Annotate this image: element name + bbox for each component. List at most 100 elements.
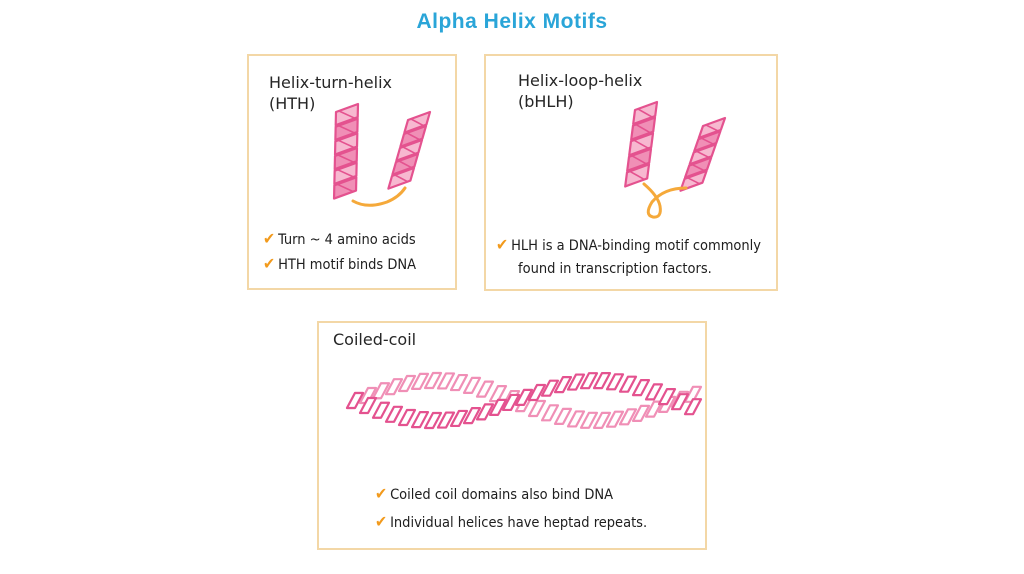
coil-segment xyxy=(475,403,495,421)
helix-turn-helix-illustration xyxy=(332,102,432,207)
coil-segment xyxy=(631,404,651,422)
bhlh-bullet-2: found in transcription factors. xyxy=(518,258,712,280)
coil-segment xyxy=(579,372,599,390)
coil-segment xyxy=(397,408,417,427)
helix-fold-line xyxy=(631,155,647,165)
coil-segment xyxy=(488,398,508,416)
coil-segment xyxy=(449,373,469,392)
checkmark-icon: ✔ xyxy=(263,254,276,273)
coil-segment xyxy=(553,376,573,394)
helix-fold-line xyxy=(633,139,649,149)
checkmark-icon: ✔ xyxy=(375,512,388,531)
helix-fold-line xyxy=(402,146,416,155)
coil-bullet-2-text: Individual helices have heptad repeats. xyxy=(390,515,648,531)
coil-segment xyxy=(358,396,378,415)
coil-segment xyxy=(527,399,547,418)
coil-segment xyxy=(670,393,690,411)
hth-heading-line2: (HTH) xyxy=(269,94,316,113)
helix-fold-line xyxy=(336,183,354,193)
checkmark-icon: ✔ xyxy=(263,229,276,248)
coil-segment xyxy=(553,407,573,425)
coil-segment xyxy=(371,401,391,419)
coil-segment xyxy=(501,393,521,412)
coil-segment xyxy=(384,378,404,396)
coil-segment xyxy=(540,379,560,397)
helix-fold-line xyxy=(701,137,714,145)
helix-fold-line xyxy=(337,154,355,163)
hth-bullet-1-text: Turn ~ 4 amino acids xyxy=(278,232,416,248)
bhlh-heading: Helix-loop-helix (bHLH) xyxy=(518,70,642,112)
panel-helix-loop-helix: Helix-loop-helix (bHLH) ✔HLH is a DNA-bi… xyxy=(484,54,778,291)
coil-segment xyxy=(527,383,547,402)
checkmark-icon: ✔ xyxy=(375,484,388,503)
coil-bullet-2: ✔Individual helices have heptad repeats. xyxy=(375,511,647,534)
panel-coiled-coil: Coiled-coil ✔Coiled coil domains also bi… xyxy=(317,321,707,550)
helix-fold-line xyxy=(691,163,705,172)
coil-strand-front xyxy=(345,372,703,430)
coil-segment xyxy=(488,385,508,403)
coil-heading: Coiled-coil xyxy=(333,330,417,349)
coil-segment xyxy=(540,404,560,422)
coil-segment xyxy=(371,382,391,400)
coil-segment xyxy=(410,410,430,429)
coil-segment xyxy=(566,373,586,391)
coil-segment xyxy=(345,391,365,410)
slide-title: Alpha Helix Motifs xyxy=(416,10,608,33)
coil-segment xyxy=(618,408,638,426)
coil-segment xyxy=(410,372,430,391)
right-helix xyxy=(679,116,727,192)
coil-segment xyxy=(475,380,495,398)
bhlh-bullet-1-text: HLH is a DNA-binding motif commonly xyxy=(511,238,762,254)
turn-connector xyxy=(351,186,407,207)
coil-segment xyxy=(605,410,625,428)
right-helix xyxy=(387,110,432,190)
coil-segment xyxy=(683,385,703,403)
coil-segment xyxy=(592,372,612,390)
helix-fold-line xyxy=(398,160,412,169)
helix-fold-line xyxy=(687,177,700,185)
checkmark-icon: ✔ xyxy=(496,235,509,254)
bhlh-heading-line1: Helix-loop-helix xyxy=(518,71,643,90)
hth-bullet-2: ✔HTH motif binds DNA xyxy=(263,253,416,276)
coil-segment xyxy=(462,376,482,394)
coil-segment xyxy=(423,371,443,390)
left-helix xyxy=(624,100,659,188)
coil-segment xyxy=(514,388,534,406)
left-helix xyxy=(332,102,360,200)
hth-heading: Helix-turn-helix (HTH) xyxy=(269,72,392,114)
helix-fold-line xyxy=(338,124,355,134)
hth-heading-line1: Helix-turn-helix xyxy=(269,73,392,92)
coil-segment xyxy=(605,373,625,391)
helix-fold-line xyxy=(637,108,653,118)
helix-fold-line xyxy=(705,124,719,132)
hth-bullet-1: ✔Turn ~ 4 amino acids xyxy=(263,228,416,251)
coil-segment xyxy=(644,383,664,401)
coil-segment xyxy=(631,379,651,397)
helix-fold-line xyxy=(338,110,356,119)
coil-segment xyxy=(436,411,456,429)
bhlh-bullet-2-text: found in transcription factors. xyxy=(518,261,712,277)
helix-fold-line xyxy=(635,123,651,134)
coil-segment xyxy=(683,398,703,416)
hth-bullet-2-text: HTH motif binds DNA xyxy=(278,257,417,273)
helix-fold-line xyxy=(394,174,408,183)
helix-fold-line xyxy=(696,150,710,158)
coil-bullet-1-text: Coiled coil domains also bind DNA xyxy=(390,487,614,503)
coil-bullet-1: ✔Coiled coil domains also bind DNA xyxy=(375,483,613,506)
coil-segment xyxy=(592,411,612,429)
helix-fold-line xyxy=(629,170,645,181)
loop-connector xyxy=(642,182,688,219)
coil-segment xyxy=(462,407,482,425)
coil-segment xyxy=(449,409,469,428)
coiled-coil-illustration xyxy=(345,371,703,430)
helix-fold-line xyxy=(410,118,424,127)
helix-fold-line xyxy=(337,139,355,149)
coil-segment xyxy=(397,374,417,393)
panel-helix-turn-helix: Helix-turn-helix (HTH) ✔Turn ~ 4 amino a… xyxy=(247,54,457,290)
coil-segment xyxy=(657,388,677,406)
helix-fold-line xyxy=(406,132,420,141)
bhlh-bullet-1: ✔HLH is a DNA-binding motif commonly xyxy=(496,234,761,257)
coil-segment xyxy=(579,411,599,429)
coil-segment xyxy=(384,405,404,423)
helix-fold-line xyxy=(337,168,354,178)
